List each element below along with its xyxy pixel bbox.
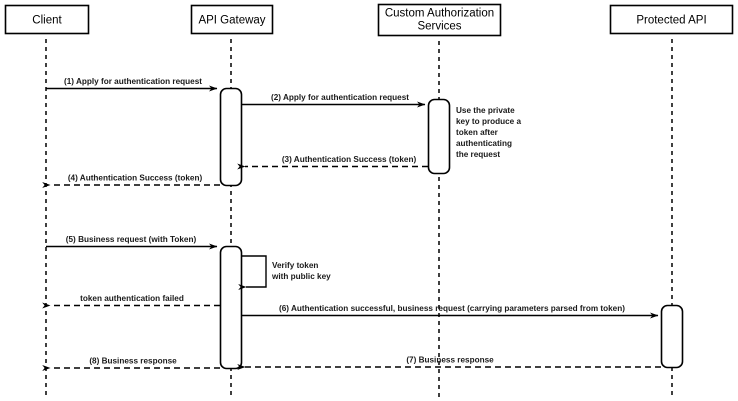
self-message-verify-token-line2: with public key [271,272,331,281]
note-private-key: Use the private key to produce a token a… [456,106,522,159]
actor-label-custom-auth-line2: Services [417,21,461,33]
note-private-key-line5: the request [456,150,500,159]
actor-client[interactable]: Client [4,4,90,35]
activation-bars-group [219,87,684,370]
actor-box-client[interactable] [4,4,90,35]
note-private-key-line4: authenticating [456,139,512,148]
activation-api-gateway-business[interactable] [219,245,243,370]
message-1[interactable]: (1) Apply for authentication request [46,77,218,92]
actor-protected-api[interactable]: Protected API [609,4,734,35]
message-8-label: (8) Business response [89,357,177,366]
message-7[interactable]: (7) Business response [237,356,661,371]
message-8[interactable]: (8) Business response [42,357,220,372]
self-message-verify-token-arrow [238,255,267,291]
message-5-label: (5) Business request (with Token) [66,235,197,244]
message-4-label: (4) Authentication Success (token) [68,174,203,183]
message-1-label: (1) Apply for authentication request [64,77,202,86]
message-5[interactable]: (5) Business request (with Token) [46,235,218,250]
actor-label-client: Client [32,15,62,27]
actor-box-api-gateway[interactable] [190,4,274,35]
actor-label-api-gateway: API Gateway [198,15,265,27]
activation-api-gateway-auth[interactable] [219,87,243,187]
self-message-verify-token-line1: Verify token [272,261,318,270]
actor-custom-auth[interactable]: Custom Authorization Services [377,3,502,37]
message-6-label: (6) Authentication successful, business … [279,304,625,313]
message-token-auth-failed-label: token authentication failed [80,294,184,303]
message-2[interactable]: (2) Apply for authentication request [241,93,426,108]
actor-label-protected-api: Protected API [636,15,706,27]
actor-box-custom-auth[interactable] [377,3,502,37]
message-6[interactable]: (6) Authentication successful, business … [241,304,659,319]
activation-protected-api[interactable] [660,304,684,369]
message-3[interactable]: (3) Authentication Success (token) [237,155,428,170]
self-message-verify-token[interactable]: Verify token with public key [238,255,332,291]
message-7-label: (7) Business response [406,356,494,365]
note-private-key-line3: token after [456,128,499,137]
message-2-label: (2) Apply for authentication request [271,93,409,102]
actor-box-protected-api[interactable] [609,4,734,35]
activation-custom-auth[interactable] [427,98,451,175]
message-token-auth-failed[interactable]: token authentication failed [42,294,220,309]
message-3-label: (3) Authentication Success (token) [282,155,417,164]
note-private-key-line1: Use the private [456,106,515,115]
actor-label-custom-auth-line1: Custom Authorization [385,8,494,20]
actor-api-gateway[interactable]: API Gateway [190,4,274,35]
message-4[interactable]: (4) Authentication Success (token) [42,174,220,189]
note-private-key-line2: key to produce a [456,117,522,126]
